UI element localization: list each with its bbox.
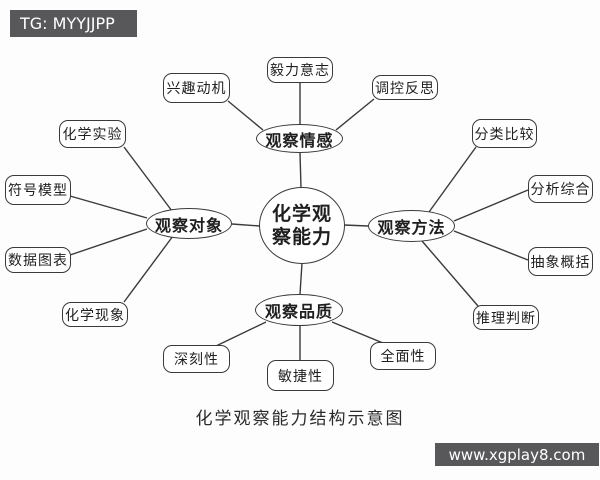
connector-line [123,235,174,303]
watermark-bottom-right: www.xgplay8.com [435,443,599,466]
connector-line [69,228,148,256]
connector-line [123,146,173,212]
branch-emotion: 观察情感 [256,124,343,153]
connector-line [69,195,148,219]
leaf-perseverance-will: 毅力意志 [267,57,333,83]
branch-quality: 观察品质 [255,294,343,326]
leaf-interest-motivation: 兴趣动机 [163,73,230,103]
connector-line [453,230,529,261]
connector-line [343,224,369,227]
branch-object: 观察对象 [146,208,232,239]
leaf-chemistry-phenomenon: 化学现象 [62,302,128,327]
leaf-classify-compare: 分类比较 [472,119,537,148]
connector-line [428,146,477,213]
connector-line [227,100,264,131]
connector-line [331,321,384,344]
leaf-agility: 敏捷性 [267,360,334,391]
connector-line [421,240,479,307]
connector-line [215,321,267,347]
connector-line [299,152,302,189]
leaf-comprehensiveness: 全面性 [370,342,436,370]
leaf-regulation-reflection: 调控反思 [372,75,438,100]
leaf-data-chart: 数据图表 [5,247,71,273]
watermark-top-left: TG: MYYJJPP [10,10,137,37]
center-node-line2: 察能力 [271,225,332,248]
leaf-abstract-generalize: 抽象概括 [528,247,593,276]
leaf-symbol-model: 符号模型 [5,175,71,205]
leaf-chemistry-experiment: 化学实验 [59,120,126,148]
diagram-caption: 化学观察能力结构示意图 [195,409,405,429]
connector-line [453,189,529,222]
leaf-analyze-synthesize: 分析综合 [528,175,593,203]
center-node: 化学观 察能力 [259,187,345,264]
center-node-line1: 化学观 [271,202,332,225]
leaf-reasoning-judgment: 推理判断 [473,305,539,330]
leaf-profundity: 深刻性 [163,345,230,373]
connector-line [231,223,261,227]
connector-line [299,262,303,295]
branch-method: 观察方法 [368,210,455,242]
connector-line [335,98,375,131]
